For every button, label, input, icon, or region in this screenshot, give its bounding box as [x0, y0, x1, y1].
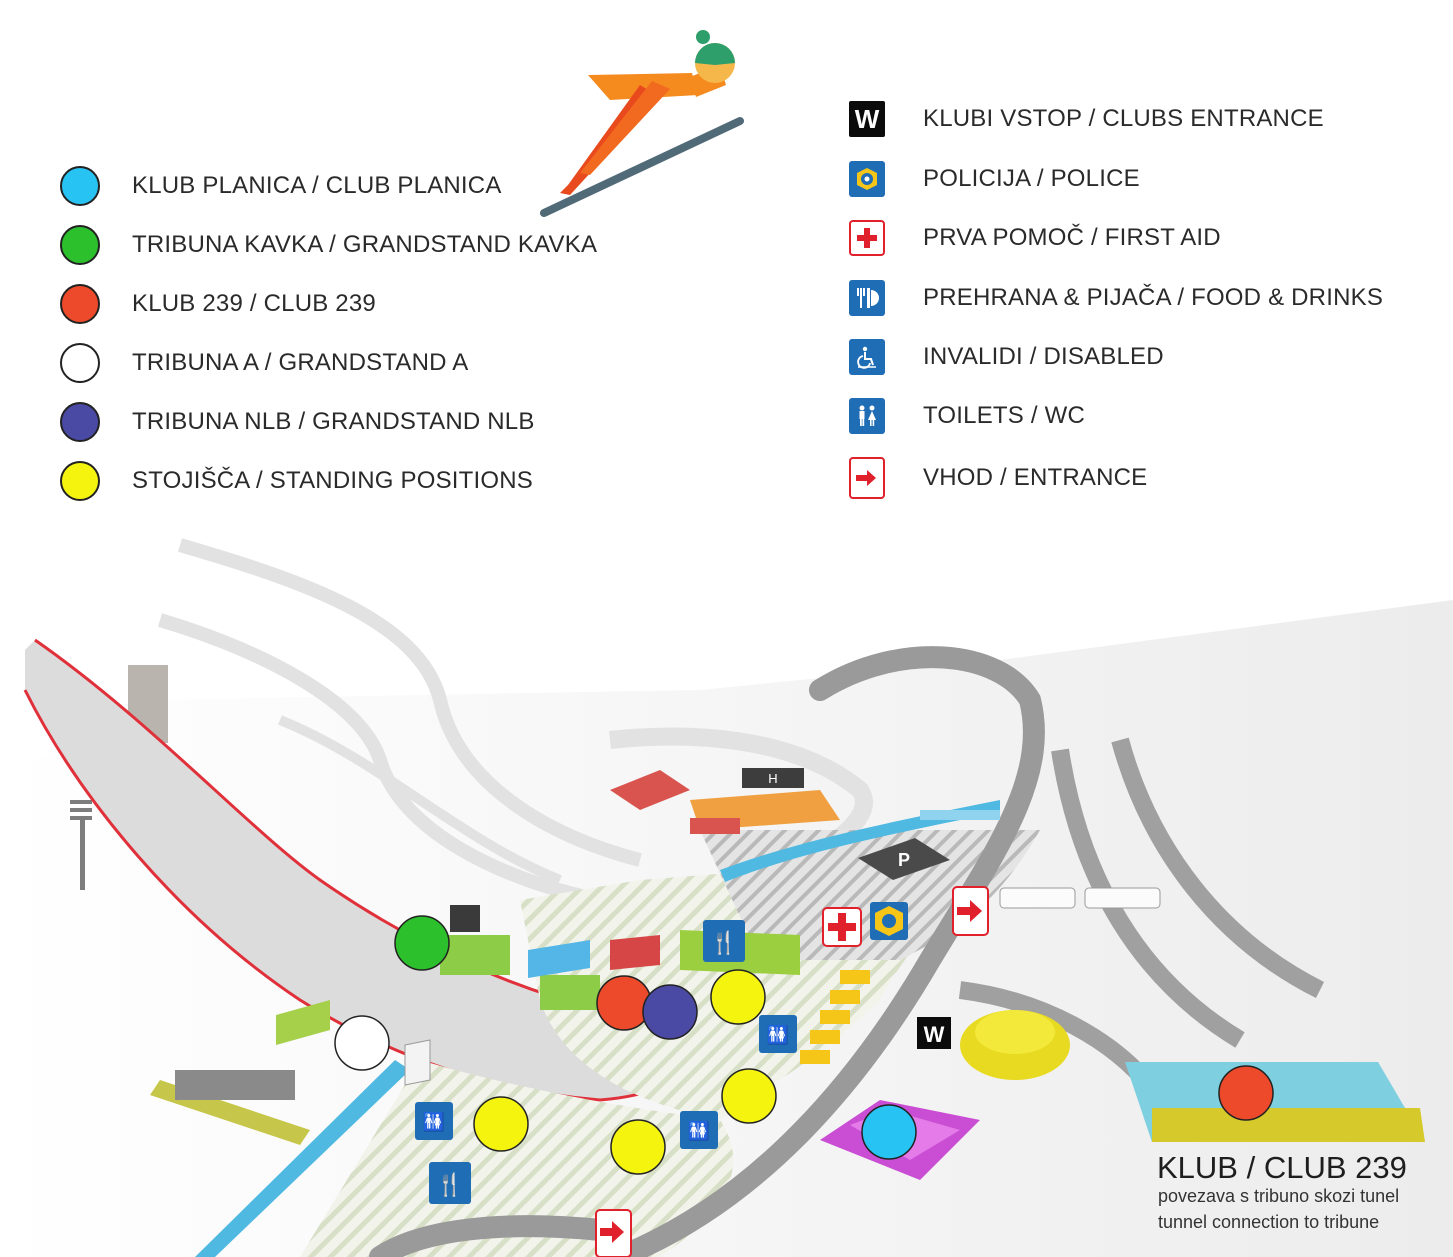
first-aid-icon: [822, 907, 862, 947]
venue-map: P H 🍴 🚻 🚻 🚻 🍴 W: [0, 538, 1453, 1257]
svg-text:🍴: 🍴: [710, 930, 737, 956]
svg-text:🚻: 🚻: [688, 1120, 710, 1142]
club-239-marker: [60, 284, 100, 324]
police-icon: [870, 902, 908, 940]
disabled-icon: [849, 339, 885, 375]
legend-item-police: POLICIJA / POLICE: [849, 161, 1140, 197]
svg-text:H: H: [768, 771, 777, 786]
club-239-marker[interactable]: [1218, 1065, 1274, 1121]
standing-marker[interactable]: [610, 1119, 666, 1175]
standing-marker[interactable]: [721, 1068, 777, 1124]
grandstand-a-marker: [60, 343, 100, 383]
clubs-entrance-icon: W: [917, 1017, 951, 1049]
svg-text:🍴: 🍴: [436, 1172, 463, 1198]
legend-label: STOJIŠČA / STANDING POSITIONS: [132, 467, 533, 494]
legend-item-disabled: INVALIDI / DISABLED: [849, 339, 1164, 375]
standing-marker: [60, 461, 100, 501]
food-drinks-icon: 🍴: [703, 920, 745, 962]
grandstand-nlb-marker[interactable]: [642, 984, 698, 1040]
entrance-icon: [595, 1209, 632, 1257]
helipad: H: [742, 768, 804, 788]
legend-label: KLUB 239 / CLUB 239: [132, 290, 376, 317]
legend-item-first-aid: PRVA POMOČ / FIRST AID: [849, 220, 1221, 256]
food-drinks-icon: 🍴: [429, 1162, 471, 1204]
legend-label: TRIBUNA NLB / GRANDSTAND NLB: [132, 408, 535, 435]
svg-text:🚻: 🚻: [423, 1111, 445, 1133]
legend-item-grandstand-a: TRIBUNA A / GRANDSTAND A: [60, 343, 468, 383]
svg-text:🚻: 🚻: [767, 1024, 789, 1046]
legend-label: PRVA POMOČ / FIRST AID: [923, 224, 1221, 251]
access-road: [369, 646, 1045, 1257]
grandstand-nlb-marker: [60, 402, 100, 442]
club-239-title: KLUB / CLUB 239: [1157, 1150, 1407, 1185]
legend-label: TRIBUNA A / GRANDSTAND A: [132, 349, 469, 376]
legend-item-food-drinks: PREHRANA & PIJAČA / FOOD & DRINKS: [849, 280, 1383, 316]
toilets-icon: 🚻: [759, 1015, 797, 1053]
standing-marker[interactable]: [710, 969, 766, 1025]
entrance-icon: [849, 457, 885, 499]
food-drinks-icon: [849, 280, 885, 316]
grandstand-kavka-marker: [60, 225, 100, 265]
legend-item-toilets: TOILETS / WC: [849, 398, 1085, 434]
svg-text:W: W: [924, 1022, 945, 1047]
legend-item-standing: STOJIŠČA / STANDING POSITIONS: [60, 461, 533, 501]
legend-label: VHOD / ENTRANCE: [923, 464, 1148, 491]
legend-item-club-planica: KLUB PLANICA / CLUB PLANICA: [60, 166, 502, 206]
club-planica-marker: [60, 166, 100, 206]
legend-label: TOILETS / WC: [923, 402, 1085, 429]
standing-marker[interactable]: [473, 1096, 529, 1152]
buses: [999, 887, 1161, 909]
legend-label: KLUB PLANICA / CLUB PLANICA: [132, 172, 502, 199]
legend-label: INVALIDI / DISABLED: [923, 343, 1164, 370]
toilets-icon: 🚻: [415, 1102, 453, 1140]
first-aid-icon: [849, 220, 885, 256]
ski-jumper-logo: [540, 30, 744, 217]
legend-item-grandstand-nlb: TRIBUNA NLB / GRANDSTAND NLB: [60, 402, 535, 442]
club-239-subtitle-sl: povezava s tribuno skozi tunel: [1158, 1186, 1400, 1206]
toilets-icon: [849, 398, 885, 434]
club-239-inset: [1125, 1062, 1425, 1142]
legend-item-entrance: VHOD / ENTRANCE: [849, 457, 1147, 499]
entrance-icon: [952, 886, 989, 936]
grandstand-a-marker[interactable]: [334, 1015, 390, 1071]
parking-sign: P: [858, 838, 950, 880]
standing-area: [300, 1060, 734, 1257]
water-channel: [195, 800, 1000, 1257]
legend-item-grandstand-kavka: TRIBUNA KAVKA / GRANDSTAND KAVKA: [60, 225, 597, 265]
police-icon: [849, 161, 885, 197]
grandstand-kavka-marker[interactable]: [394, 915, 450, 971]
floodlight-mast: [70, 800, 92, 890]
legend-label: TRIBUNA KAVKA / GRANDSTAND KAVKA: [132, 231, 598, 258]
svg-text:P: P: [898, 850, 910, 870]
clubs-entrance-icon: W: [849, 101, 885, 137]
legend-item-clubs-entrance: W KLUBI VSTOP / CLUBS ENTRANCE: [849, 101, 1324, 137]
legend-label: KLUBI VSTOP / CLUBS ENTRANCE: [923, 105, 1324, 132]
legend-label: POLICIJA / POLICE: [923, 165, 1140, 192]
toilets-icon: 🚻: [680, 1111, 718, 1149]
club-239-marker[interactable]: [596, 975, 652, 1031]
legend-label: PREHRANA & PIJAČA / FOOD & DRINKS: [923, 284, 1384, 311]
club-239-subtitle-en: tunnel connection to tribune: [1158, 1212, 1380, 1232]
buildings: [150, 770, 1070, 1180]
legend-item-club-239: KLUB 239 / CLUB 239: [60, 284, 376, 324]
club-planica-marker[interactable]: [861, 1104, 917, 1160]
